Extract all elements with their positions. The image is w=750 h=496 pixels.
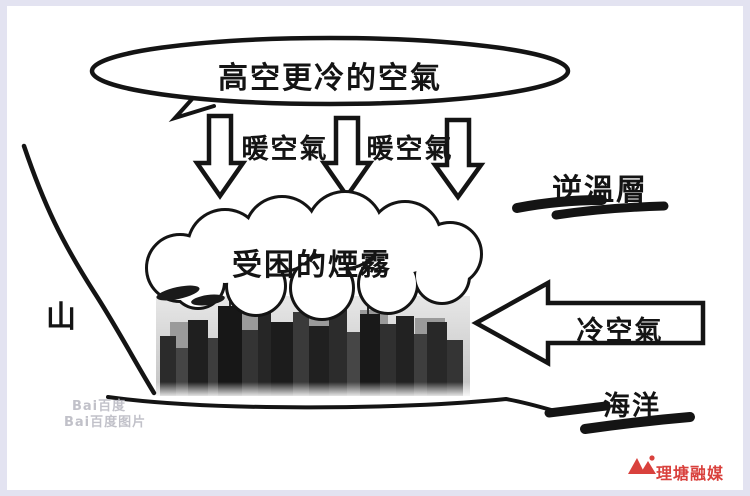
trapped-smog-label: 受困的煙霧 — [232, 248, 392, 283]
logo-mountain-icon — [628, 455, 656, 474]
inversion-underline — [512, 195, 669, 220]
down-arrow-left — [192, 113, 248, 200]
ocean-label: 海洋 — [603, 391, 661, 422]
cold-air-arrow-shape — [471, 279, 706, 367]
watermark-line-2: Bai百度图片 — [64, 415, 147, 430]
ocean-underline — [544, 401, 695, 434]
high-cold-air-label: 高空更冷的空氣 — [218, 61, 442, 96]
brand-logo-text: 理塘融媒 — [655, 464, 724, 483]
brand-logo: 理塘融媒 — [656, 460, 724, 484]
city-photo — [156, 290, 470, 398]
warm-air-label-right: 暖空氣 — [366, 134, 454, 165]
inversion-layer-label: 逆溫層 — [552, 173, 648, 208]
cloud-shape — [145, 190, 483, 321]
down-arrow-middle — [319, 115, 375, 200]
warm-air-label-left: 暖空氣 — [241, 134, 329, 165]
watermark-line-1: Bai百度 — [72, 399, 127, 414]
mountain-label: 山 — [46, 300, 78, 335]
mountain-line — [21, 143, 157, 396]
speech-bubble-tail — [168, 96, 216, 123]
speech-bubble-shape — [89, 35, 571, 107]
down-arrow-right — [430, 117, 486, 201]
smog-puffs — [156, 285, 225, 306]
ground-line — [106, 395, 560, 414]
cold-air-label: 冷空氣 — [576, 316, 664, 347]
